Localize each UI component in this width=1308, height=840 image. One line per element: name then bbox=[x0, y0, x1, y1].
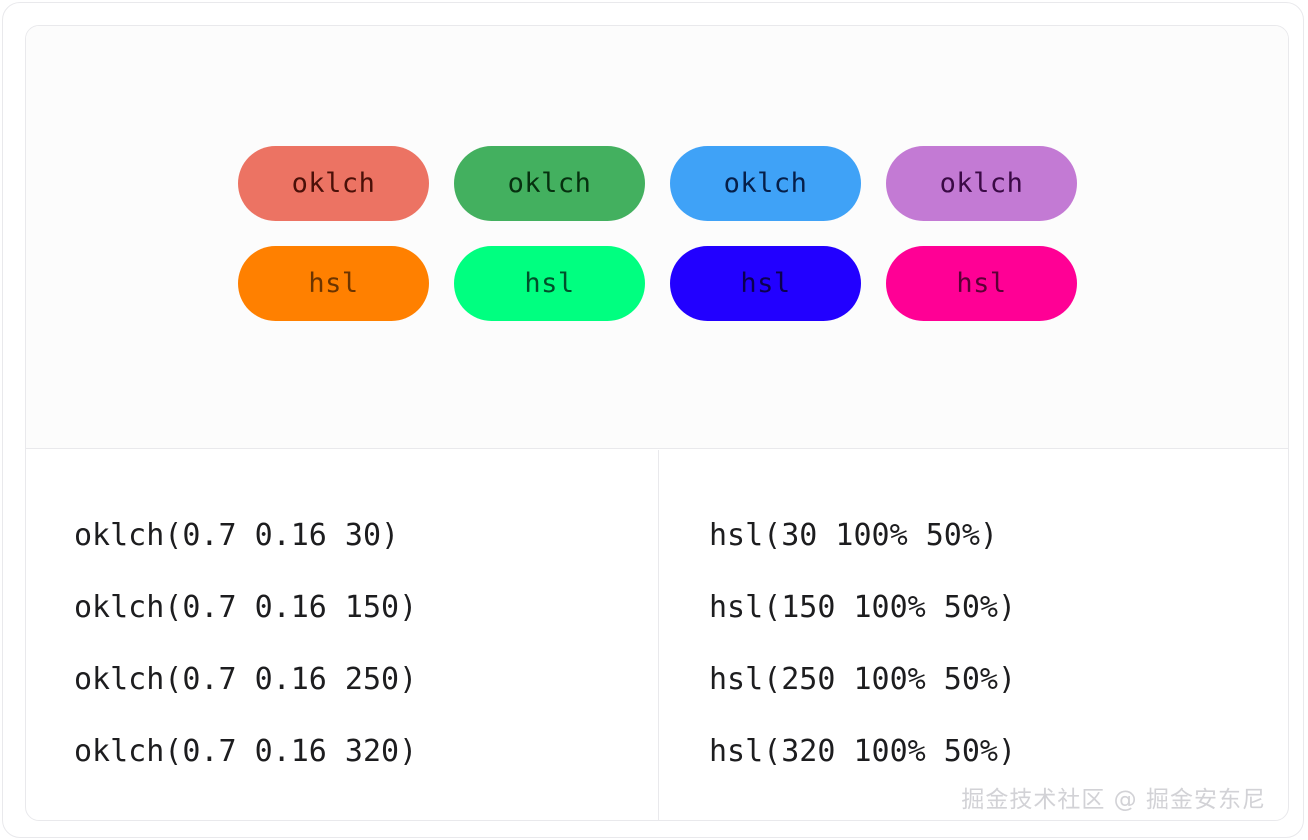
color-swatch-oklch-150[interactable]: oklch bbox=[454, 146, 645, 221]
color-swatch-hsl-150[interactable]: hsl bbox=[454, 246, 645, 321]
swatch-label: hsl bbox=[308, 268, 359, 299]
color-swatch-oklch-320[interactable]: oklch bbox=[886, 146, 1077, 221]
color-preview-panel: oklch oklch oklch oklch hsl hsl hsl hsl bbox=[26, 26, 1288, 449]
color-swatch-oklch-250[interactable]: oklch bbox=[670, 146, 861, 221]
swatch-label: hsl bbox=[524, 268, 575, 299]
swatch-label: oklch bbox=[507, 168, 592, 199]
demo-card: oklch oklch oklch oklch hsl hsl hsl hsl oklch(0… bbox=[25, 25, 1289, 821]
code-line: hsl(250 100% 50%) bbox=[709, 662, 1017, 697]
swatch-grid: oklch oklch oklch oklch hsl hsl hsl hsl bbox=[238, 146, 1077, 321]
code-line: oklch(0.7 0.16 30) bbox=[74, 518, 400, 553]
code-line: oklch(0.7 0.16 320) bbox=[74, 734, 418, 769]
code-line: oklch(0.7 0.16 250) bbox=[74, 662, 418, 697]
code-line: hsl(150 100% 50%) bbox=[709, 590, 1017, 625]
code-line: hsl(30 100% 50%) bbox=[709, 518, 998, 553]
swatch-label: hsl bbox=[740, 268, 791, 299]
code-listing-area: oklch(0.7 0.16 30) oklch(0.7 0.16 150) okl… bbox=[26, 450, 1288, 820]
swatch-label: oklch bbox=[939, 168, 1024, 199]
code-line: oklch(0.7 0.16 150) bbox=[74, 590, 418, 625]
oklch-code-column: oklch(0.7 0.16 30) oklch(0.7 0.16 150) okl… bbox=[26, 450, 658, 820]
color-swatch-hsl-30[interactable]: hsl bbox=[238, 246, 429, 321]
color-swatch-hsl-320[interactable]: hsl bbox=[886, 246, 1077, 321]
swatch-label: oklch bbox=[291, 168, 376, 199]
swatch-label: hsl bbox=[956, 268, 1007, 299]
hsl-code-column: hsl(30 100% 50%) hsl(150 100% 50%) hsl(250… bbox=[658, 450, 1288, 820]
swatch-label: oklch bbox=[723, 168, 808, 199]
color-swatch-oklch-30[interactable]: oklch bbox=[238, 146, 429, 221]
color-swatch-hsl-250[interactable]: hsl bbox=[670, 246, 861, 321]
code-line: hsl(320 100% 50%) bbox=[709, 734, 1017, 769]
